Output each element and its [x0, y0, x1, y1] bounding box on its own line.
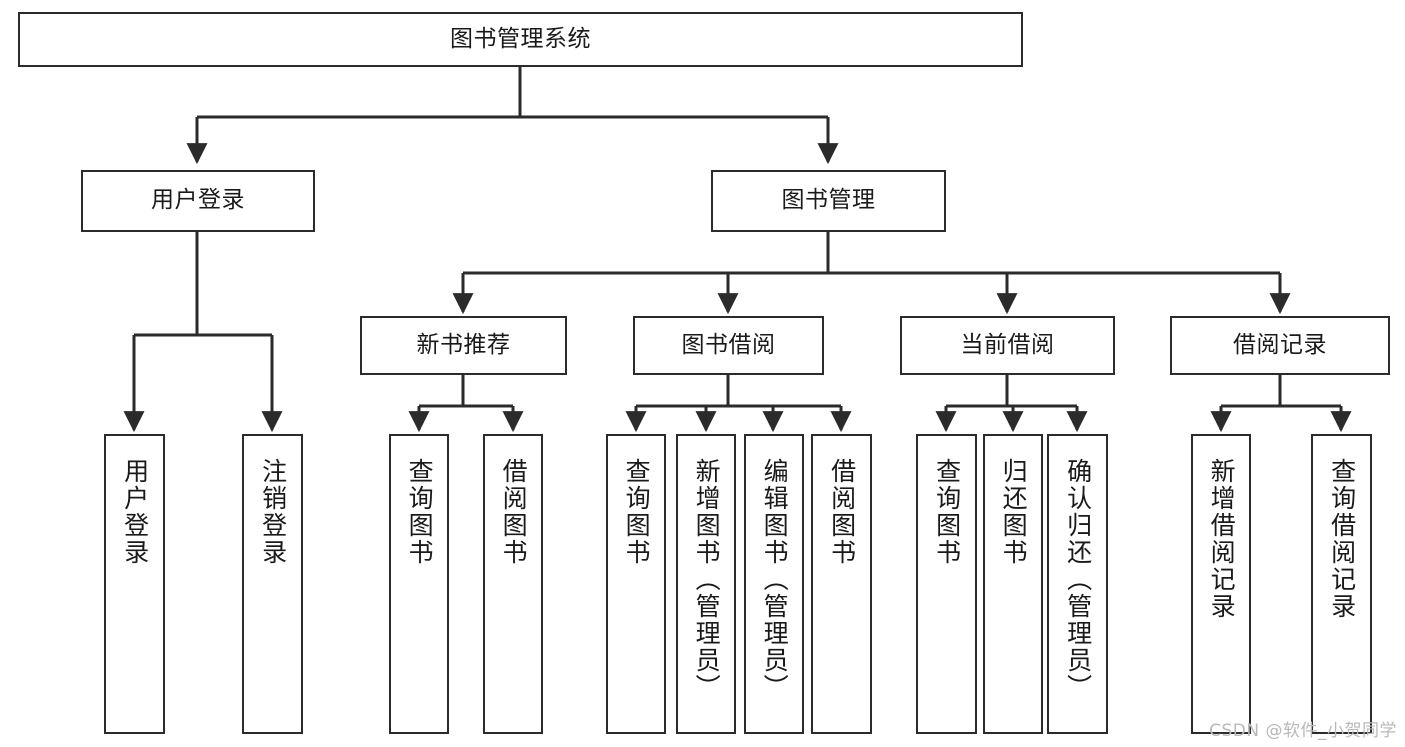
leaf-record-add-record[interactable]: 新增借阅记录: [1191, 434, 1251, 734]
leaf-user-login-login[interactable]: 用户登录: [104, 434, 165, 734]
node-book-borrow[interactable]: 图书借阅: [633, 316, 824, 375]
leaf-current-confirm-return-admin[interactable]: 确认归还（管理员）: [1047, 434, 1108, 734]
node-label: 新增图书（管理员）: [692, 458, 722, 701]
node-label: 用户登录: [151, 187, 245, 214]
leaf-record-query-record[interactable]: 查询借阅记录: [1311, 434, 1372, 734]
node-label: 查询图书: [622, 458, 652, 566]
node-label: 借阅图书: [499, 458, 529, 566]
node-label: 借阅记录: [1233, 331, 1327, 358]
leaf-borrow-add-book-admin[interactable]: 新增图书（管理员）: [676, 434, 736, 734]
leaf-recommend-query-book[interactable]: 查询图书: [389, 434, 449, 734]
node-label: 新增借阅记录: [1207, 458, 1237, 620]
node-label: 图书管理系统: [450, 25, 591, 52]
node-label: 当前借阅: [960, 331, 1055, 358]
node-label: 新书推荐: [416, 331, 511, 358]
node-root-system[interactable]: 图书管理系统: [18, 12, 1023, 67]
node-new-book-recommend[interactable]: 新书推荐: [360, 316, 567, 375]
node-label: 确认归还（管理员）: [1063, 458, 1093, 701]
leaf-current-return-book[interactable]: 归还图书: [983, 434, 1043, 734]
leaf-user-login-logout[interactable]: 注销登录: [242, 434, 303, 734]
node-label: 图书借阅: [681, 331, 776, 358]
node-label: 查询图书: [932, 458, 962, 566]
node-label: 查询图书: [405, 458, 435, 566]
node-user-login[interactable]: 用户登录: [81, 170, 315, 232]
node-current-borrow[interactable]: 当前借阅: [900, 316, 1115, 375]
leaf-borrow-edit-book-admin[interactable]: 编辑图书（管理员）: [744, 434, 804, 734]
node-label: 图书管理: [781, 187, 876, 214]
node-label: 编辑图书（管理员）: [760, 458, 790, 701]
node-label: 借阅图书: [827, 458, 857, 566]
node-label: 用户登录: [120, 458, 150, 566]
leaf-borrow-query-book[interactable]: 查询图书: [606, 434, 666, 734]
leaf-borrow-borrow-book[interactable]: 借阅图书: [811, 434, 872, 734]
node-book-management[interactable]: 图书管理: [711, 170, 946, 232]
node-label: 注销登录: [258, 458, 288, 566]
leaf-current-query-book[interactable]: 查询图书: [916, 434, 977, 734]
node-borrow-record[interactable]: 借阅记录: [1170, 316, 1390, 375]
node-label: 归还图书: [999, 458, 1029, 566]
leaf-recommend-borrow-book[interactable]: 借阅图书: [483, 434, 543, 734]
node-label: 查询借阅记录: [1327, 458, 1357, 620]
